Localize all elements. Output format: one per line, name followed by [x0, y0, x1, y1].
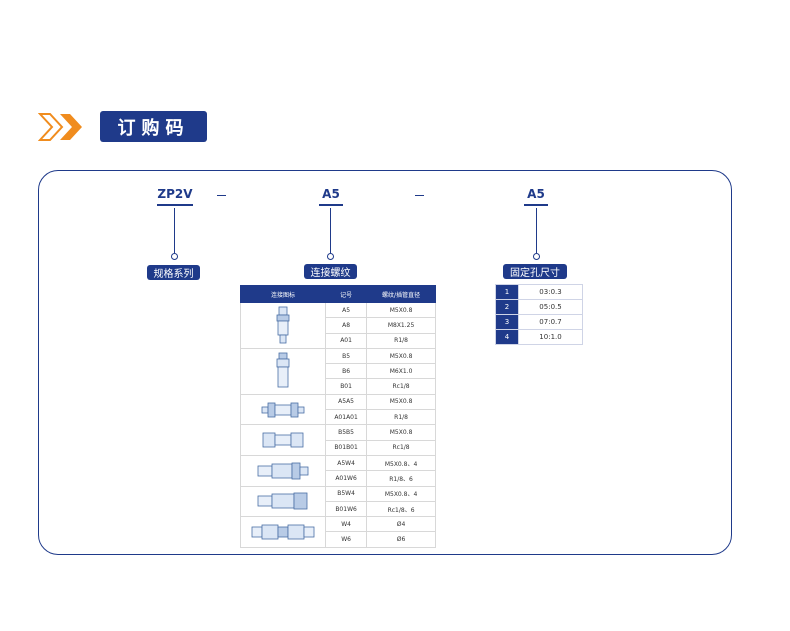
code-hole-underline	[524, 204, 548, 206]
code-series: ZP2V	[157, 187, 193, 201]
column-header: 记号	[324, 285, 368, 303]
table-row: B01 Rc1/8	[241, 378, 436, 395]
table-row: B5 M5X0.8	[240, 347, 436, 395]
table-row: B5B5 M5X0.8	[240, 424, 436, 456]
table-row: A01W6 R1/8、6	[241, 470, 436, 487]
straight-fitting-icon	[240, 302, 326, 349]
connector-line	[536, 208, 537, 253]
code-series-underline	[157, 204, 193, 206]
connection-table: 连接图标 记号 螺纹/插管直径 A5 M5X0.8 A8 M8X1.25 A01…	[240, 285, 436, 548]
code-separator	[217, 195, 226, 196]
male-tube-fitting-icon	[240, 454, 326, 487]
table-row: A5 M5X0.8	[240, 301, 436, 349]
table-row: A01A01 R1/8	[241, 409, 436, 426]
code-separator	[415, 195, 424, 196]
table-row: A5W4 M5X0.8、4	[240, 454, 436, 487]
connector-dot	[171, 253, 178, 260]
column-header: 连接图标	[240, 285, 326, 303]
chevron-filled-icon	[60, 114, 82, 140]
table-row: W6 Ø6	[241, 531, 436, 548]
chevron-outline-icon	[38, 113, 64, 141]
code-hole: A5	[527, 187, 545, 201]
table-row: A8 M8X1.25	[241, 317, 436, 334]
female-tube-fitting-icon	[240, 485, 326, 518]
connector-dot	[327, 253, 334, 260]
hex-fitting-icon	[240, 347, 326, 395]
code-thread-underline	[319, 204, 343, 206]
tube-tube-fitting-icon	[240, 516, 326, 548]
label-hole: 固定孔尺寸	[503, 264, 567, 279]
order-code-panel	[38, 170, 732, 555]
section-title: 订购码	[100, 111, 207, 142]
connector-line	[174, 208, 175, 253]
table-row: W4 Ø4	[240, 516, 436, 548]
double-female-fitting-icon	[240, 424, 326, 456]
table-row: B5W4 M5X0.8、4	[240, 485, 436, 518]
label-series: 规格系列	[147, 265, 200, 280]
table-row: A5A5 M5X0.8	[240, 393, 436, 426]
label-thread: 连接螺纹	[304, 264, 357, 279]
double-male-fitting-icon	[240, 393, 326, 426]
column-header: 螺纹/插管直径	[366, 285, 436, 303]
code-thread: A5	[322, 187, 340, 201]
connector-line	[330, 208, 331, 253]
table-row: B01W6 Rc1/8、6	[241, 500, 436, 518]
table-row: B01B01 Rc1/8	[241, 439, 436, 456]
connector-dot	[533, 253, 540, 260]
